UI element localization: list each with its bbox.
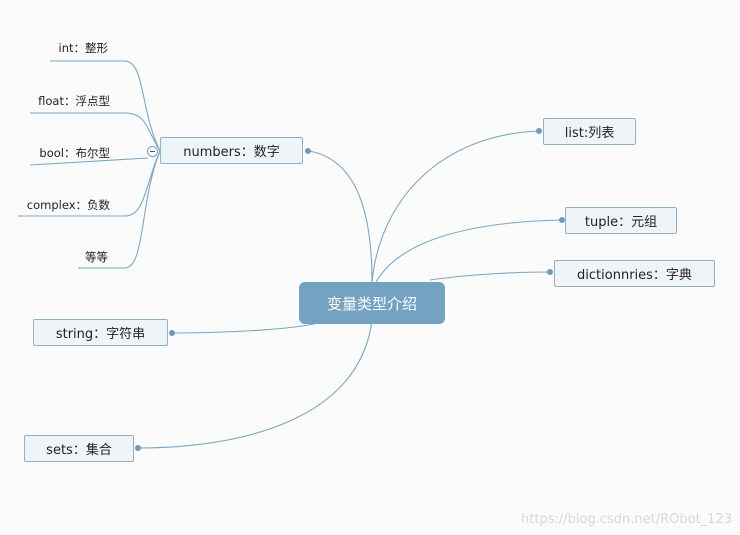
watermark: https://blog.csdn.net/RObot_123 bbox=[521, 512, 732, 527]
node-sets[interactable]: sets：集合 bbox=[24, 435, 134, 462]
anchor-list-dot bbox=[536, 128, 542, 134]
anchor-string-dot bbox=[169, 330, 175, 336]
leaf-bool: bool：布尔型 bbox=[39, 146, 110, 160]
node-string[interactable]: string：字符串 bbox=[33, 319, 168, 346]
anchor-sets-dot bbox=[135, 445, 141, 451]
node-tuple[interactable]: tuple：元组 bbox=[565, 207, 677, 234]
connector-etc bbox=[78, 150, 161, 269]
connector-dict bbox=[429, 271, 550, 281]
connector-float bbox=[30, 112, 161, 152]
leaf-int: int：整形 bbox=[58, 41, 109, 55]
leaf-etc: 等等 bbox=[85, 250, 108, 264]
connector-sets bbox=[137, 319, 373, 449]
node-dict[interactable]: dictionnries：字典 bbox=[554, 260, 715, 287]
anchor-dict-dot bbox=[547, 269, 553, 275]
connector-bool bbox=[29, 157, 149, 166]
leaf-float: float：浮点型 bbox=[38, 94, 110, 108]
connector-int bbox=[50, 60, 161, 152]
collapse-toggle-icon[interactable] bbox=[147, 146, 158, 157]
connector-list bbox=[371, 130, 540, 283]
leaf-complex: complex：负数 bbox=[26, 198, 110, 212]
node-numbers[interactable]: numbers：数字 bbox=[160, 137, 303, 164]
node-list[interactable]: list:列表 bbox=[543, 118, 636, 145]
connector-tuple bbox=[375, 219, 563, 283]
anchor-tuple-dot bbox=[559, 217, 565, 223]
connector-string bbox=[171, 322, 319, 334]
anchor-numbers-dot bbox=[305, 148, 311, 154]
root-node[interactable]: 变量类型介绍 bbox=[299, 282, 445, 324]
connector-numbers bbox=[308, 150, 373, 283]
